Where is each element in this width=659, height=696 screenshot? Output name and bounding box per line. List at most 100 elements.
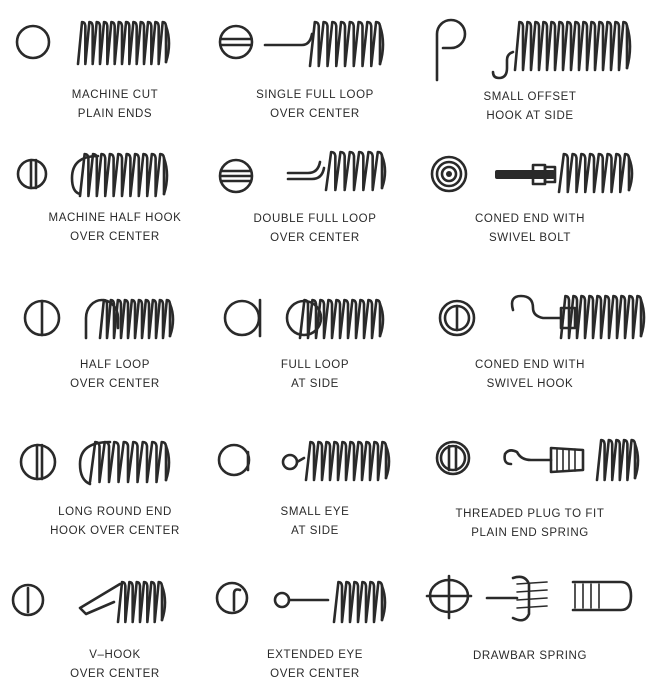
caption-line-1: SINGLE FULL LOOP bbox=[256, 89, 374, 101]
drawbar-spring-illustration bbox=[425, 574, 633, 622]
caption-extended-eye-over-center: EXTENDED EYE OVER CENTER bbox=[210, 646, 420, 684]
coil-turn bbox=[91, 20, 102, 66]
coil-turn bbox=[140, 298, 151, 340]
coil-turn bbox=[623, 294, 635, 340]
machine-half-hook-over-center-illustration bbox=[16, 152, 169, 198]
caption-line-1: HALF LOOP bbox=[80, 359, 150, 371]
caption-small-eye-at-side: SMALL EYE AT SIDE bbox=[210, 503, 420, 541]
coil-turn bbox=[128, 20, 138, 66]
caption-line-1: THREADED PLUG TO FIT bbox=[455, 508, 605, 520]
caption-coned-end-with-swivel-bolt: CONED END WITH SWIVEL BOLT bbox=[425, 210, 635, 248]
coil-turn bbox=[360, 440, 372, 482]
coil-end bbox=[168, 302, 175, 338]
coil-end bbox=[378, 24, 385, 66]
coil-turn bbox=[352, 150, 365, 192]
coil-turn bbox=[577, 20, 589, 72]
coil-turn bbox=[135, 20, 146, 66]
caption-line-2: SWIVEL HOOK bbox=[486, 378, 574, 390]
caption-line-2: HOOK OVER CENTER bbox=[50, 525, 180, 537]
caption-line-2: OVER CENTER bbox=[70, 668, 160, 680]
coil-turn bbox=[146, 580, 156, 624]
caption-line-2: AT SIDE bbox=[291, 525, 339, 537]
coil-turn bbox=[559, 294, 571, 340]
coil-turn bbox=[567, 294, 579, 340]
coil-turn bbox=[585, 20, 597, 72]
coil-turn bbox=[371, 150, 384, 192]
coil-turn bbox=[591, 294, 603, 340]
coil-turn bbox=[87, 152, 99, 198]
long-round-end-hook-over-center-illustration bbox=[19, 440, 171, 486]
caption-coned-end-with-swivel-hook: CONED END WITH SWIVEL HOOK bbox=[425, 356, 635, 394]
coil-end bbox=[378, 302, 385, 338]
caption-line-1: FULL LOOP bbox=[280, 359, 350, 371]
coil-turn bbox=[344, 440, 356, 482]
coil-turn bbox=[88, 440, 101, 484]
coil-end bbox=[384, 444, 391, 480]
caption-line-2: OVER CENTER bbox=[270, 108, 360, 120]
coil-turn bbox=[155, 440, 168, 484]
coil-turn bbox=[352, 440, 364, 482]
coil-turn bbox=[103, 152, 115, 198]
coil-turn bbox=[361, 20, 373, 68]
coil-turn bbox=[566, 152, 578, 194]
coil-turn bbox=[154, 298, 165, 340]
caption-line-1: DOUBLE FULL LOOP bbox=[253, 213, 377, 225]
coil-turn bbox=[298, 298, 310, 340]
caption-v-hook-over-center: V–HOOK OVER CENTER bbox=[10, 646, 220, 684]
coil-turn bbox=[98, 20, 109, 66]
coil-turn bbox=[618, 438, 629, 482]
coil-turn bbox=[113, 20, 124, 66]
coil-turn bbox=[117, 440, 130, 484]
coil-turn bbox=[618, 152, 631, 194]
double-full-loop-over-center-illustration bbox=[218, 150, 387, 194]
coil-turn bbox=[328, 440, 340, 482]
caption-line-2: SWIVEL BOLT bbox=[488, 232, 571, 244]
coned-end-with-swivel-bolt-illustration bbox=[430, 152, 634, 194]
coil-turn bbox=[609, 20, 621, 72]
coil-turn bbox=[124, 580, 134, 624]
caption-half-loop-over-center: HALF LOOP OVER CENTER bbox=[10, 356, 220, 394]
caption-long-round-end-hook-over-center: LONG ROUND END HOOK OVER CENTER bbox=[10, 503, 220, 541]
coil-turn bbox=[126, 440, 139, 484]
caption-line-2: OVER CENTER bbox=[270, 232, 360, 244]
coil-turn bbox=[304, 440, 316, 482]
coil-turn bbox=[348, 580, 360, 624]
coil-turn bbox=[332, 580, 344, 624]
coil-turn bbox=[354, 298, 366, 340]
coil-turn bbox=[95, 152, 107, 198]
coil-turn bbox=[529, 20, 541, 72]
caption-line-1: CONED END WITH bbox=[475, 359, 585, 371]
coil-turn bbox=[521, 20, 533, 72]
coil-turn bbox=[133, 298, 144, 340]
coil-turn bbox=[338, 298, 350, 340]
half-loop-over-center-illustration bbox=[23, 298, 175, 340]
caption-line-2: OVER CENTER bbox=[70, 378, 160, 390]
caption-drawbar-spring: DRAWBAR SPRING bbox=[425, 647, 635, 666]
caption-line-2: OVER CENTER bbox=[270, 668, 360, 680]
coil-turn bbox=[603, 438, 614, 482]
coil-turn bbox=[76, 20, 87, 66]
coil-turn bbox=[98, 440, 111, 484]
coil-turn bbox=[137, 152, 149, 198]
coil-turn bbox=[308, 20, 321, 68]
single-full-loop-over-center-illustration bbox=[218, 20, 385, 68]
coil-turn bbox=[343, 20, 356, 68]
coil-turn bbox=[322, 298, 334, 340]
machine-cut-plain-ends-illustration bbox=[15, 20, 171, 66]
coil-turn bbox=[583, 152, 596, 194]
coil-end bbox=[380, 154, 387, 190]
coil-turn bbox=[592, 152, 605, 194]
coil-end bbox=[162, 156, 169, 196]
coil-turn bbox=[513, 20, 525, 72]
coil-end bbox=[625, 24, 632, 70]
coil-turn bbox=[334, 150, 346, 192]
coned-end-with-swivel-hook-illustration bbox=[438, 294, 646, 340]
coil-turn bbox=[116, 580, 127, 624]
coil-turn bbox=[147, 298, 158, 340]
coil-turn bbox=[126, 298, 137, 340]
coil-turn bbox=[593, 20, 605, 72]
caption-machine-half-hook-over-center: MACHINE HALF HOOK OVER CENTER bbox=[10, 209, 220, 247]
small-offset-hook-at-side-illustration bbox=[435, 18, 632, 82]
coil-turn bbox=[615, 294, 627, 340]
